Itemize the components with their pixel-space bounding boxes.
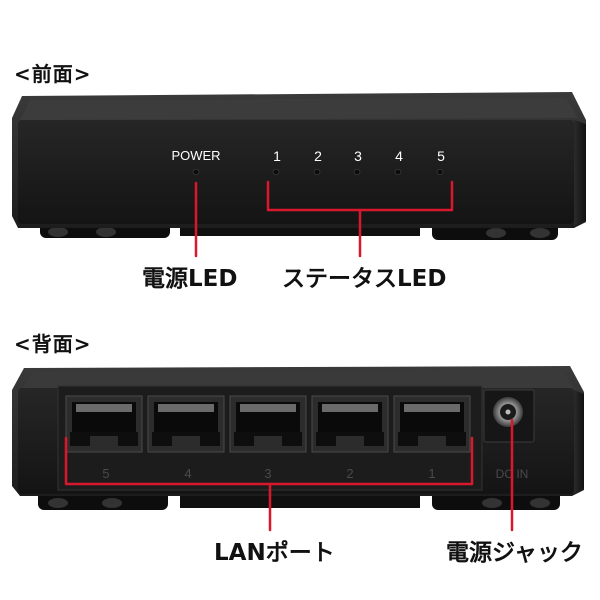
status-led-callout: ステータスLED <box>282 266 447 292</box>
lan-port <box>393 395 471 453</box>
power-label: POWER <box>171 148 220 163</box>
power-led <box>192 168 200 175</box>
front-device-body <box>12 92 586 228</box>
back-port-number: 2 <box>346 466 353 481</box>
lan-port <box>311 395 389 453</box>
back-section-title: <背面> <box>14 332 92 356</box>
status-led-3 <box>353 168 361 175</box>
lan-port <box>65 395 143 453</box>
power-jack <box>483 389 535 443</box>
status-led-2 <box>313 168 321 175</box>
front-callout-lines <box>194 180 454 258</box>
lan-port <box>147 395 225 453</box>
front-port-number: 1 <box>273 148 281 164</box>
front-port-number: 2 <box>314 148 322 164</box>
back-port-number: 4 <box>184 466 191 481</box>
power-jack-callout: 電源ジャック <box>446 540 583 566</box>
back-port-number: 3 <box>264 466 271 481</box>
back-port-number: 1 <box>428 466 435 481</box>
back-callout-lines <box>64 418 514 532</box>
back-port-number: 5 <box>102 466 109 481</box>
power-led-callout: 電源LED <box>142 266 238 292</box>
lan-port <box>229 395 307 453</box>
status-led-5 <box>436 168 444 175</box>
front-section-title: <前面> <box>14 62 92 86</box>
front-port-number: 4 <box>395 148 403 164</box>
status-led-1 <box>272 168 280 175</box>
status-led-4 <box>394 168 402 175</box>
lan-ports <box>65 395 471 453</box>
front-port-number: 5 <box>437 148 445 164</box>
status-leds <box>272 168 444 175</box>
lan-ports-callout: LANポート <box>214 540 335 566</box>
front-port-number: 3 <box>354 148 362 164</box>
